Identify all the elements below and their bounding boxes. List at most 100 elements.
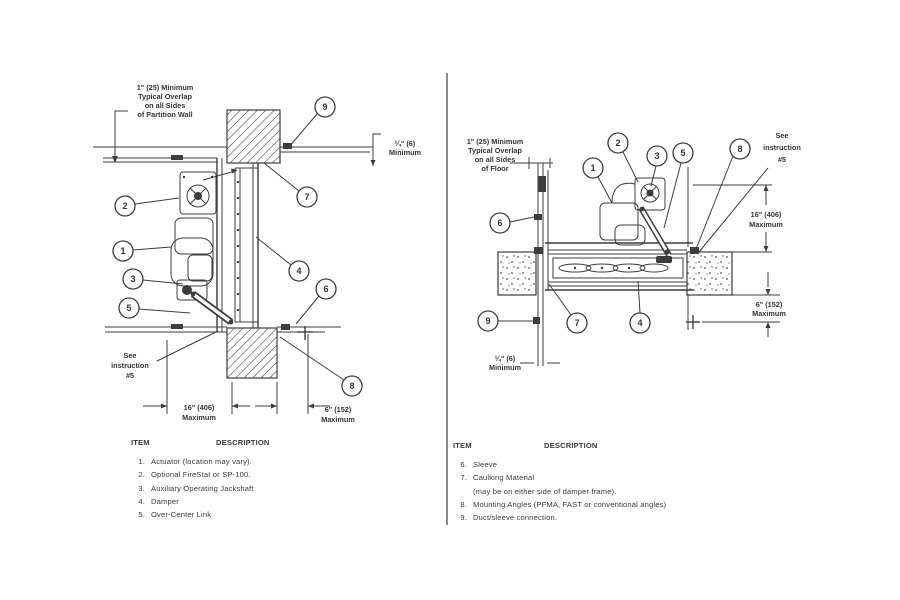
note-line: 1" (25) Minimum: [137, 83, 194, 92]
motor: [640, 183, 660, 203]
description-header: DESCRIPTION: [544, 441, 598, 450]
item-number: 5.: [138, 510, 145, 520]
callout-2: 2: [114, 195, 180, 217]
callout-number: 5: [680, 148, 685, 158]
callout-number: 7: [574, 318, 579, 328]
note-line: on all Sides: [145, 101, 186, 110]
bottom-duct-lines: [105, 324, 341, 340]
min-gap-line: ¼" (6): [495, 354, 516, 363]
sleeve-damper-assembly: [534, 242, 699, 291]
callout-number: 4: [296, 266, 301, 276]
damper-frame: [552, 257, 684, 279]
note-line: of Floor: [481, 164, 508, 173]
callout-number: 9: [322, 102, 327, 112]
note-line: on all Sides: [475, 155, 516, 164]
item-header: ITEM: [453, 441, 472, 450]
item-number: 2.: [138, 470, 145, 480]
callout-6: 6: [489, 212, 535, 234]
callout-number: 8: [737, 144, 742, 154]
duct-sleeve-connection-mark: [533, 317, 540, 324]
item-number: 1.: [138, 457, 145, 467]
see-instruction-note: See instruction #5: [111, 330, 219, 380]
callout-6: 6: [295, 278, 337, 325]
callout-8: 8: [279, 336, 363, 397]
item-text: Over-Center Link: [151, 510, 212, 520]
mounting-angle-mark: [690, 247, 699, 254]
callout-number: 5: [126, 303, 131, 313]
leader-line: [698, 167, 769, 253]
dim-16-label: Maximum: [182, 413, 216, 422]
callout-number: 7: [304, 192, 309, 202]
callout-number: 6: [323, 284, 328, 294]
callout-number: 3: [654, 151, 659, 161]
callout-4: 4: [629, 280, 651, 334]
list-item: 8.Mounting Angles (PFMA, FAST or convent…: [453, 498, 666, 511]
min-gap-line: Minimum: [489, 363, 522, 372]
list-item: 9.Duct/sleeve connection.: [453, 511, 666, 524]
see-line: #5: [126, 371, 134, 380]
callout-number: 2: [615, 138, 620, 148]
callout-3: 3: [646, 145, 668, 187]
item-header: ITEM: [131, 438, 150, 447]
callout-3: 3: [122, 268, 184, 290]
callout-9: 9: [477, 310, 533, 332]
list-item: 1. Actuator (location may vary).: [131, 455, 270, 468]
see-instruction-note: See instruction #5: [698, 131, 801, 253]
item-text: Actuator (location may vary).: [151, 457, 252, 467]
jackshaft-bracket: [176, 279, 208, 301]
callout-5: 5: [663, 142, 694, 229]
list-item: 2.Optional FireStat or SP-100.: [131, 468, 270, 481]
duct-sleeve-connection-mark: [171, 324, 183, 329]
item-number: 6.: [460, 460, 467, 470]
mounting-angle-mark: [534, 247, 543, 254]
duct-sleeve-connection-mark: [283, 143, 292, 149]
mounting-angle-mark: [281, 324, 290, 330]
callout-1: 1: [582, 157, 613, 204]
conduit-arm: [611, 182, 636, 204]
link-connection: [656, 256, 672, 263]
list-item: 5. Over-Center Link: [131, 508, 270, 521]
duct-sleeve-vertical: [533, 163, 549, 366]
min-gap-note: ¼" (6) Minimum: [489, 354, 560, 372]
motor-plate: [634, 177, 666, 211]
dim-6-label: 6" (152): [756, 300, 783, 309]
list-item: 6.Sleeve: [453, 458, 666, 471]
actuator-body: [174, 217, 214, 255]
callout-number: 9: [485, 316, 490, 326]
list-item: 3.Auxiliary Operating Jackshaft: [131, 482, 270, 495]
callout-9: 9: [288, 96, 336, 148]
min-gap-line: ¼" (6): [395, 139, 416, 148]
wall-section-top: [226, 109, 281, 164]
sleeve-mark: [534, 214, 542, 220]
callout-4: 4: [255, 236, 310, 282]
note-line: Typical Overlap: [138, 92, 192, 101]
callout-number: 8: [349, 381, 354, 391]
item-legend-right: ITEM DESCRIPTION 6.Sleeve 7.Caulking Mate…: [453, 439, 666, 524]
min-gap-note: ¼" (6) Minimum: [370, 133, 422, 166]
callout-number: 4: [637, 318, 642, 328]
item-text: (may be on either side of damper frame).: [473, 486, 617, 496]
item-number: 3.: [138, 483, 145, 493]
see-line: See: [776, 131, 789, 140]
dim-16-label: 16" (406): [751, 210, 782, 219]
item-text: Mounting Angles (PFMA, FAST or conventio…: [473, 499, 667, 509]
callout-2: 2: [607, 132, 639, 183]
duct-sleeve-connection-mark: [538, 176, 546, 192]
list-item: 7.Caulking Material: [453, 471, 666, 484]
partition-wall-diagram: 1" (25) Minimum Typical Overlap on all S…: [93, 83, 422, 424]
location-arrow: [202, 170, 236, 181]
wall-section-bottom: [226, 327, 278, 379]
floor-slab-left: [497, 251, 537, 296]
bottom-dimensions: 16" (406) Maximum 6" (152) Maximum: [143, 334, 355, 424]
floor-mount-diagram: 1" (25) Minimum Typical Overlap on all S…: [467, 131, 801, 372]
min-gap-line: Minimum: [389, 148, 422, 157]
actuator-assembly: [170, 168, 238, 325]
callout-number: 3: [130, 274, 135, 284]
see-line: instruction: [763, 143, 801, 152]
actuator-body: [599, 202, 639, 241]
callout-1: 1: [112, 240, 172, 262]
right-extension-lines: [686, 167, 700, 330]
item-number: 7.: [460, 473, 467, 483]
